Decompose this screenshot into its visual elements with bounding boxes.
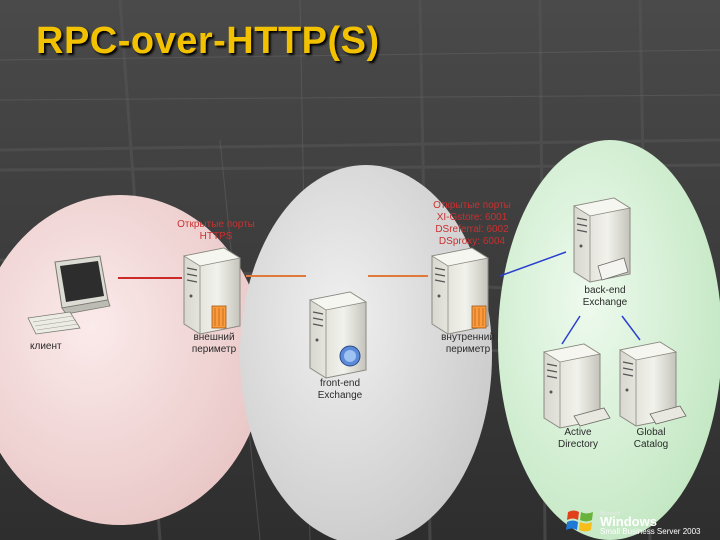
outer-ports-line2: HTTPS xyxy=(170,231,262,243)
inner-ports-line1: Открытые порты xyxy=(424,200,520,212)
inner-perimeter-line1: внутренний xyxy=(430,332,506,344)
inner-ports-line3: DSreferral: 6002 xyxy=(424,224,520,236)
outer-perimeter-line2: периметр xyxy=(178,344,250,356)
inner-perimeter-line2: периметр xyxy=(430,344,506,356)
global-catalog-line2: Catalog xyxy=(622,439,680,451)
inner-perimeter-server-icon xyxy=(432,248,488,334)
outer-ports-label: Открытые порты HTTPS xyxy=(170,219,262,243)
outer-ports-line1: Открытые порты xyxy=(170,219,262,231)
inner-perimeter-label: внутренний периметр xyxy=(430,332,506,356)
backend-exchange-server-icon xyxy=(574,198,630,282)
logo-product: Small Business Server 2003 xyxy=(600,527,701,536)
outer-perimeter-line1: внешний xyxy=(178,332,250,344)
global-catalog-server-icon xyxy=(620,342,686,426)
windows-flag-icon xyxy=(566,508,596,534)
active-directory-label: Active Directory xyxy=(548,427,608,451)
active-directory-line1: Active xyxy=(548,427,608,439)
frontend-line2: Exchange xyxy=(305,390,375,402)
global-catalog-label: Global Catalog xyxy=(622,427,680,451)
active-directory-line2: Directory xyxy=(548,439,608,451)
global-catalog-line1: Global xyxy=(622,427,680,439)
outer-perimeter-server-icon xyxy=(184,248,240,334)
inner-ports-line2: XI-Gstore: 6001 xyxy=(424,212,520,224)
inner-ports-line4: DSproxy: 6004 xyxy=(424,236,520,248)
active-directory-server-icon xyxy=(544,344,610,428)
frontend-label: front-end Exchange xyxy=(305,378,375,402)
outer-perimeter-label: внешний периметр xyxy=(178,332,250,356)
backend-line1: back-end xyxy=(570,285,640,297)
client-zone xyxy=(0,195,265,525)
frontend-line1: front-end xyxy=(305,378,375,390)
frontend-exchange-server-icon xyxy=(310,292,366,378)
backend-label: back-end Exchange xyxy=(570,285,640,309)
client-label: клиент xyxy=(30,341,80,353)
inner-ports-label: Открытые порты XI-Gstore: 6001 DSreferra… xyxy=(424,200,520,248)
backend-line2: Exchange xyxy=(570,297,640,309)
